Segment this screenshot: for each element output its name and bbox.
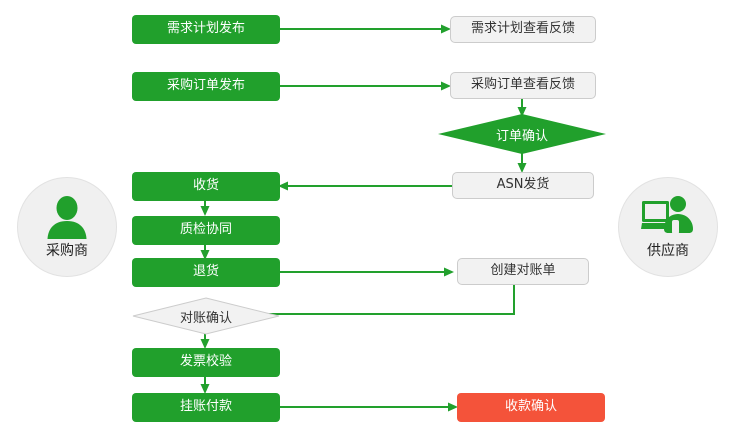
edge-demand-plan-publish-to-feedback	[279, 22, 455, 36]
node-create-statement-label: 创建对账单	[490, 263, 556, 279]
node-purchase-order-feedback-label: 采购订单查看反馈	[470, 77, 575, 93]
node-receive-goods[interactable]: 收货	[132, 172, 280, 201]
node-quality-collab-label: 质检协同	[179, 222, 232, 238]
node-payable-payment[interactable]: 挂账付款	[132, 393, 280, 422]
node-demand-plan-publish[interactable]: 需求计划发布	[132, 15, 280, 44]
node-return-goods[interactable]: 退货	[132, 258, 280, 287]
node-invoice-check-label: 发票校验	[179, 354, 232, 370]
edge-return-goods-to-create-statement	[272, 265, 458, 279]
node-statement-confirm[interactable]: 对账确认	[132, 297, 280, 335]
node-payable-payment-label: 挂账付款	[179, 399, 232, 415]
node-return-goods-label: 退货	[192, 264, 219, 280]
node-quality-collab[interactable]: 质检协同	[132, 216, 280, 245]
node-demand-plan-feedback-label: 需求计划查看反馈	[470, 21, 575, 37]
actor-supplier[interactable]: 供应商	[618, 177, 718, 277]
node-purchase-order-feedback[interactable]: 采购订单查看反馈	[450, 72, 596, 99]
node-asn-shipment[interactable]: ASN发货	[452, 172, 594, 199]
person-at-computer-icon	[641, 195, 693, 234]
node-create-statement[interactable]: 创建对账单	[457, 258, 589, 285]
node-invoice-check[interactable]: 发票校验	[132, 348, 280, 377]
actor-buyer-label: 采购商	[46, 242, 88, 259]
order-confirm-diamond-shape	[438, 114, 606, 154]
node-purchase-order-publish-label: 采购订单发布	[166, 78, 245, 94]
node-asn-shipment-label: ASN发货	[496, 177, 550, 193]
edge-purchase-order-feedback-to-order-confirm	[515, 98, 529, 120]
node-demand-plan-feedback[interactable]: 需求计划查看反馈	[450, 16, 596, 43]
actor-buyer[interactable]: 采购商	[17, 177, 117, 277]
node-statement-confirm-label: 对账确认	[179, 310, 232, 326]
edge-asn-shipment-to-receive-goods	[272, 179, 458, 193]
node-purchase-order-publish[interactable]: 采购订单发布	[132, 72, 280, 101]
edge-payable-payment-to-receipt-confirm	[272, 400, 462, 414]
edge-purchase-order-publish-to-feedback	[279, 79, 455, 93]
person-icon	[47, 195, 87, 239]
statement-confirm-diamond-shape	[132, 297, 280, 335]
node-receipt-confirm-label: 收款确认	[504, 399, 557, 415]
node-demand-plan-publish-label: 需求计划发布	[166, 21, 245, 37]
actor-supplier-label: 供应商	[647, 242, 689, 259]
node-receipt-confirm[interactable]: 收款确认	[457, 393, 605, 422]
node-order-confirm-label: 订单确认	[495, 128, 548, 144]
node-order-confirm[interactable]: 订单确认	[438, 114, 606, 154]
node-receive-goods-label: 收货	[192, 178, 219, 194]
